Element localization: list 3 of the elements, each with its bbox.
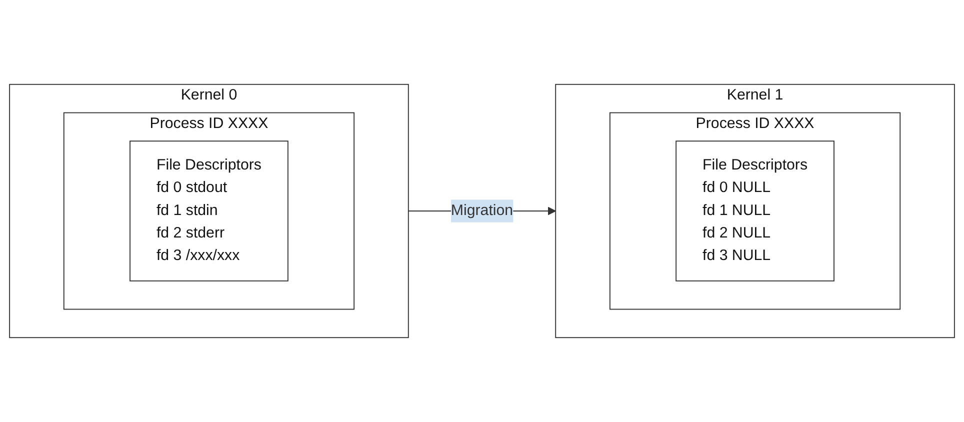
node-box: File Descriptors fd 0 stdout fd 1 stdin fd 2 stderr fd 3 /xxx/xxx bbox=[130, 140, 288, 282]
node-box: File Descriptors fd 0 NULL fd 1 NULL fd 2 NULL fd 3 NULL bbox=[676, 140, 834, 282]
edge-label: Migration bbox=[450, 202, 514, 219]
